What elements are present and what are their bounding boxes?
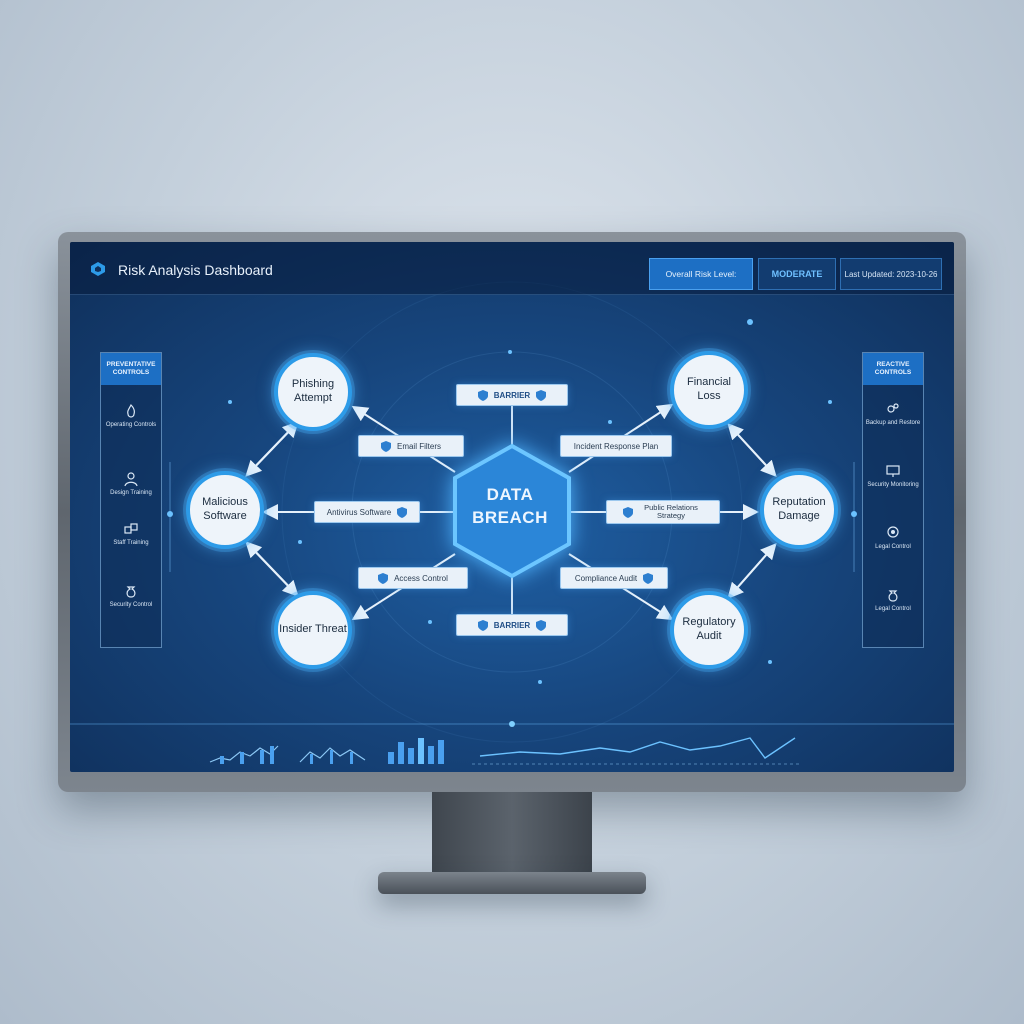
mini-column-chart [388,738,444,764]
barrier-label: BARRIER [493,620,531,630]
control-item-label: Security Monitoring [867,482,919,488]
money-bag-icon [888,590,898,602]
control-label: Email Filters [396,441,441,451]
control-item[interactable]: Legal Control [863,587,923,614]
shield-icon [477,619,488,631]
preventative-controls-panel: PREVENTATIVE CONTROLS Operating Controls… [100,352,162,648]
gears-icon [887,403,899,413]
shield-icon [477,389,488,401]
shield-icon [380,440,391,452]
barrier-label: BARRIER [493,390,531,400]
control-item[interactable]: Operating Controls [101,403,161,430]
reputation-damage-node[interactable]: Reputation Damage [760,471,838,549]
control-label: Access Control [394,573,448,583]
control-item-label: Security Control [109,602,153,608]
mini-charts-strip [70,721,954,765]
malicious-software-node[interactable]: Malicious Software [186,471,264,549]
shield-icon [643,572,654,584]
panel-heading: REACTIVE CONTROLS [863,353,923,385]
control-item-label: Staff Training [113,540,149,546]
control-label: Incident Response Plan [573,441,659,451]
control-item[interactable]: Staff Training [101,521,161,548]
control-item[interactable]: Backup and Restore [863,401,923,428]
shield-icon [378,572,389,584]
mini-area-chart [299,747,366,764]
control-item-label: Legal Control [875,606,911,612]
email-filters-control[interactable]: Email Filters [358,435,464,457]
control-label: Compliance Audit [574,573,638,583]
control-item[interactable]: Legal Control [863,525,923,552]
money-bag-icon [126,586,136,598]
regulatory-audit-node[interactable]: Regulatory Audit [670,591,748,669]
barrier-top[interactable]: BARRIER [456,384,568,406]
reactive-controls-panel: REACTIVE CONTROLS Backup and Restore Sec… [862,352,924,648]
user-icon [124,472,138,487]
monitor-icon [886,465,900,477]
control-label: Public Relations Strategy [644,502,698,520]
shield-icon [536,619,547,631]
app-header: Risk Analysis Dashboard Overall Risk Lev… [70,242,954,295]
app-logo-icon [91,262,105,276]
panel-heading: PREVENTATIVE CONTROLS [101,353,161,385]
phishing-attempt-node[interactable]: Phishing Attempt [274,353,352,431]
mini-bar-chart [209,745,279,764]
risk-level-badge[interactable]: MODERATE [758,258,836,290]
shield-icon [397,506,408,518]
control-item[interactable]: Security Monitoring [863,463,923,490]
control-item-label: Design Training [110,490,152,496]
last-updated-text: Last Updated: 2023-10-26 [840,258,942,290]
control-item[interactable]: Security Control [101,583,161,610]
data-breach-hub[interactable]: DATA BREACH [472,485,548,527]
monitor-stand-base [378,872,646,894]
overall-risk-label: Overall Risk Level: [649,258,753,290]
control-item-label: Operating Controls [105,422,157,428]
barrier-bottom[interactable]: BARRIER [456,614,568,636]
compliance-audit-control[interactable]: Compliance Audit [560,567,668,589]
insider-threat-node[interactable]: Insider Threat [274,591,352,669]
cubes-icon [124,523,138,534]
public-relations-control[interactable]: Public Relations Strategy [606,500,720,524]
incident-response-control[interactable]: Incident Response Plan [560,435,672,457]
control-item[interactable]: Design Training [101,471,161,498]
dashboard-screen: Risk Analysis Dashboard Overall Risk Lev… [70,242,954,772]
mini-line-chart [472,737,800,765]
app-title: Risk Analysis Dashboard [118,262,273,278]
shield-icon [536,389,547,401]
control-item-label: Backup and Restore [865,420,921,426]
control-label: Antivirus Software [326,507,392,517]
location-icon [887,526,899,538]
antivirus-software-control[interactable]: Antivirus Software [314,501,420,523]
fire-icon [127,403,135,418]
control-item-label: Legal Control [875,544,911,550]
monitor-stand-neck [432,792,592,876]
financial-loss-node[interactable]: Financial Loss [670,351,748,429]
shield-icon [623,506,633,518]
access-control-control[interactable]: Access Control [358,567,468,589]
